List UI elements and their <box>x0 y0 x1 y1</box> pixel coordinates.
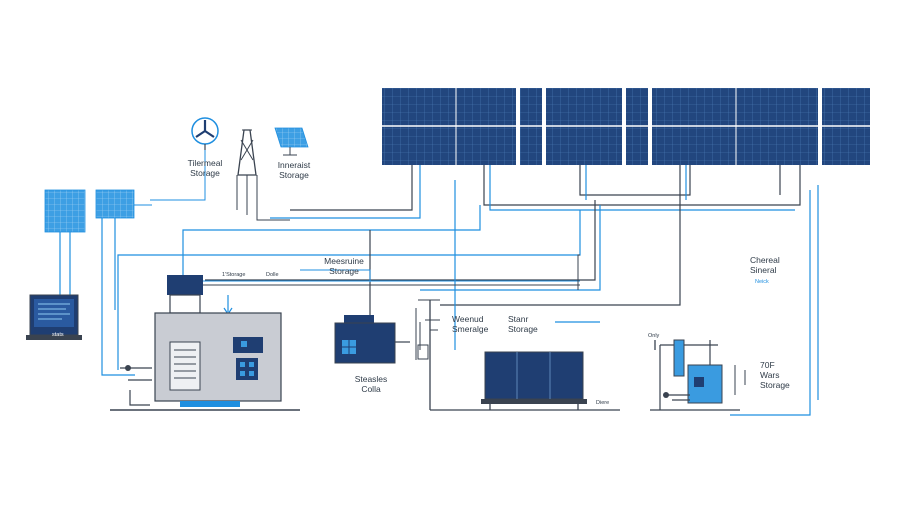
label-sheraage: Weenud Smeralge <box>452 314 489 334</box>
label-measurine-storage: Meesruine Storage <box>324 256 364 276</box>
label-diere: Diere <box>596 400 610 406</box>
array-drop-lines <box>117 165 819 416</box>
generator-icon <box>110 275 300 411</box>
boiler-icon <box>650 339 746 411</box>
battery-cabinet-icon <box>415 300 620 411</box>
connector-lines <box>203 254 580 301</box>
monitor-icon <box>26 294 82 340</box>
transmission-tower-icon <box>236 129 290 221</box>
wind-turbine-icon <box>150 117 219 201</box>
inverter-icon <box>334 315 410 364</box>
label-only: Only <box>648 333 660 339</box>
label-thermal-storage: Tilermeal Storage <box>187 158 223 178</box>
label-storage-small-1: 1'Storage <box>222 272 246 278</box>
label-neick: Neick <box>755 279 769 285</box>
small-solar-icon <box>274 127 309 156</box>
label-inneraist-storage: Inneraist Storage <box>277 160 311 180</box>
label-storage-small-2: Dolle <box>266 272 279 278</box>
label-stanr-storage: Stanr Storage <box>508 314 538 334</box>
label-steasles-colla: Steasles Colla <box>354 374 388 394</box>
label-chereal-sineral: Chereal Sineral <box>750 255 780 275</box>
label-panel-tag: stats <box>52 332 64 338</box>
label-wars-storage: 70F Wars Storage <box>760 360 790 390</box>
solar-array <box>382 88 870 165</box>
small-solar-panels <box>44 189 152 376</box>
